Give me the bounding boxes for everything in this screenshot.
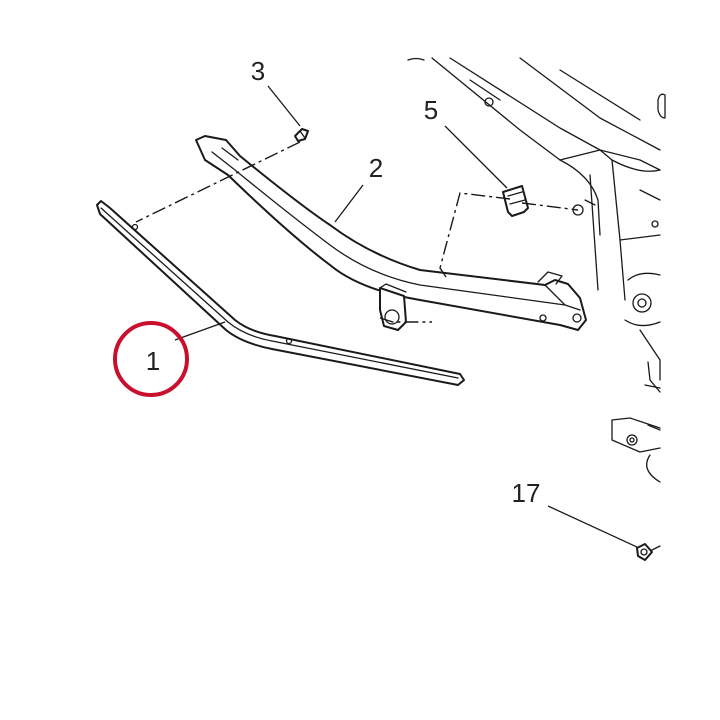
leader-lines bbox=[174, 85, 638, 548]
callout-17: 17 bbox=[512, 478, 541, 508]
callout-3: 3 bbox=[251, 56, 265, 86]
part-5-clip bbox=[502, 185, 529, 217]
frame-assembly bbox=[407, 57, 666, 483]
callout-5: 5 bbox=[424, 95, 438, 125]
part-3-screw bbox=[294, 128, 309, 142]
callout-2: 2 bbox=[369, 153, 383, 183]
part-1-trim-strip bbox=[96, 200, 465, 386]
callout-1: 1 bbox=[146, 346, 160, 376]
part-2-rail bbox=[195, 135, 587, 331]
assembly-lines bbox=[135, 141, 579, 323]
part-17-bolt bbox=[636, 543, 661, 561]
highlight-circle bbox=[113, 321, 189, 397]
